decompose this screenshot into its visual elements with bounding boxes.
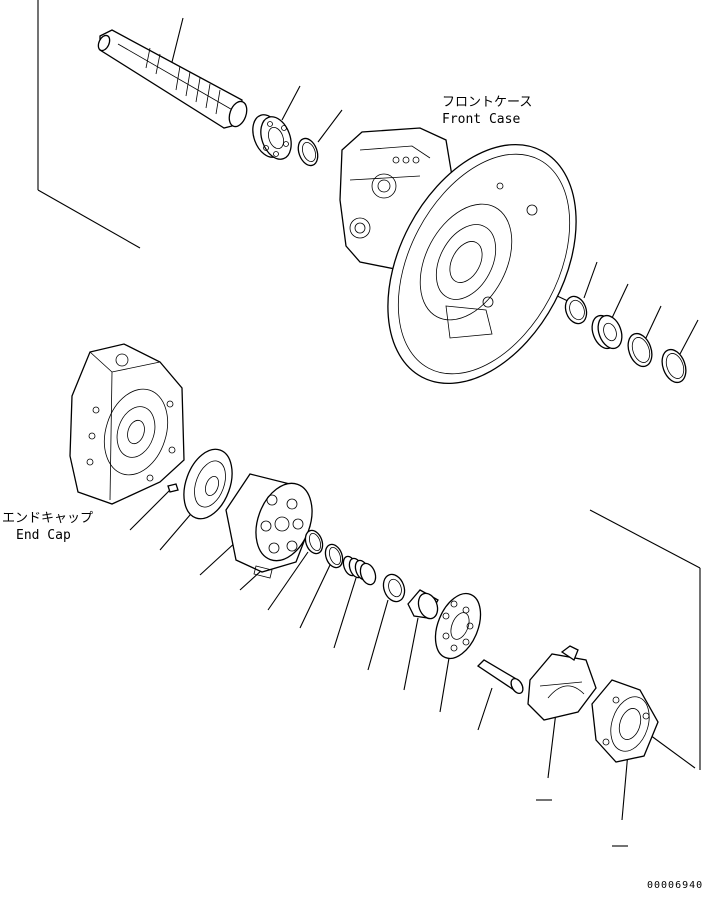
valve-plate [183,448,233,520]
upper-frame-lines [37,0,141,249]
front-case-label-en: Front Case [442,112,520,127]
pin [167,483,179,493]
front-case-oil-seal [591,314,623,350]
drawing-number: 00006940 [647,880,703,891]
washer [324,543,344,569]
retainer-plate [434,592,482,660]
shaft-bearing [252,114,292,160]
swash-plate-support [591,679,659,763]
lower-frame-lines [589,509,701,770]
front-case-label-jp: フロントケース [442,95,532,110]
bushing [407,589,439,620]
piston [476,659,524,695]
front-case-o-ring [627,332,653,368]
end-cap-label-jp: エンドキャップ [2,511,93,526]
end-cap [69,343,185,505]
end-cap-label-en: End Cap [16,528,71,543]
snap-ring-2 [304,529,324,555]
front-case [339,127,577,385]
swash-plate [527,645,597,721]
front-case-circlip [564,295,588,325]
drive-shaft [97,29,248,129]
spring [342,555,377,586]
snap-ring-1 [297,137,319,167]
front-case-snap-ring [661,348,687,384]
spherical-bushing [382,573,406,603]
cylinder-block [225,473,313,579]
